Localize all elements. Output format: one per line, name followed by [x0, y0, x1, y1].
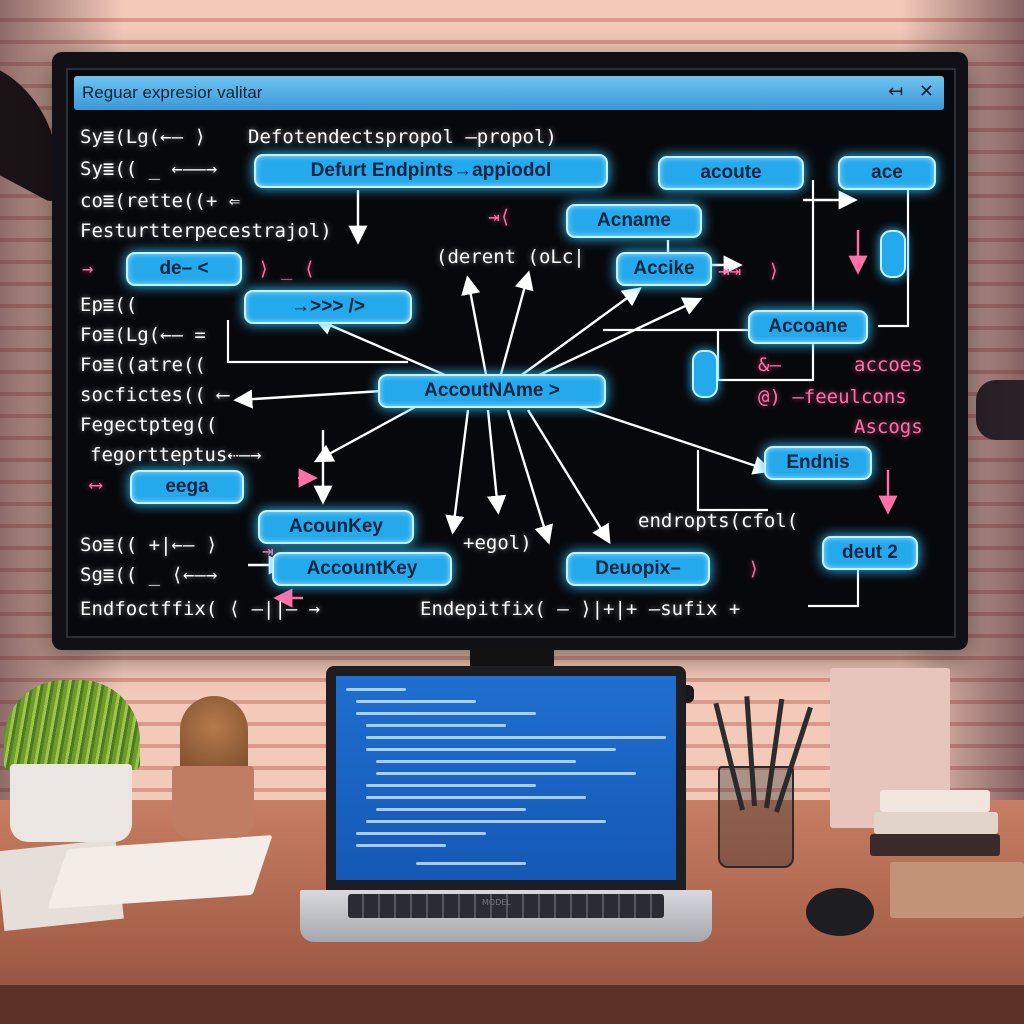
node-accoane[interactable]: Accoane — [748, 310, 868, 344]
laptop-code-line — [356, 700, 476, 703]
desk-lamp-right — [976, 380, 1024, 440]
node-vertical-pill[interactable] — [880, 230, 906, 278]
node-arrows-box[interactable]: →>>> /> — [244, 290, 412, 324]
code-label: Ascogs — [854, 416, 923, 438]
code-line: Fo≣((atre(( — [80, 354, 206, 376]
laptop-base: MODEL — [300, 890, 712, 942]
code-line: Sg≣(( _ ⟨←—→ — [80, 564, 218, 586]
laptop-display — [336, 676, 676, 880]
laptop-code-line — [366, 724, 506, 727]
laptop-code-line — [366, 796, 586, 799]
code-arrow: ⇥⇥ — [718, 260, 741, 282]
laptop-code-line — [366, 820, 606, 823]
minimize-icon[interactable]: ↤ — [888, 81, 904, 102]
node-acounkey[interactable]: AcounKey — [258, 510, 414, 544]
cactus-plant — [180, 696, 248, 774]
code-label: accoes — [854, 354, 923, 376]
computer-mouse[interactable] — [806, 888, 874, 936]
laptop-code-line — [376, 760, 576, 763]
code-line: Sy≣(( _ ←——→ — [80, 158, 218, 180]
code-line: Endepitfix( – ⟩|+|+ –sufix + — [420, 598, 741, 620]
code-label: &– — [758, 354, 781, 376]
laptop-code-line — [346, 688, 406, 691]
code-arrow: ⇥ — [262, 540, 274, 562]
code-line: socfictes(( ⟵ — [80, 384, 229, 406]
code-arrow: ⇥⟨ — [488, 206, 511, 228]
code-line: Ep≣(( — [80, 294, 138, 316]
code-line: Defotendectspropol –propol) — [248, 126, 557, 148]
code-line: co≣(rette((+ ⇐ — [80, 190, 241, 212]
book-stack — [874, 812, 998, 834]
node-endnis[interactable]: Endnis — [764, 446, 872, 480]
code-label: endropts(cfol( — [638, 510, 799, 532]
node-account-name[interactable]: AccoutNAme > — [378, 374, 606, 408]
node-ace[interactable]: ace — [838, 156, 936, 190]
laptop-code-line — [356, 712, 536, 715]
node-eega[interactable]: eega — [130, 470, 244, 504]
pencil-cup — [718, 766, 794, 868]
book-stack — [870, 834, 1000, 856]
book-large — [890, 862, 1024, 918]
node-default-endpoints[interactable]: Defurt Endpints→appiodol — [254, 154, 608, 188]
code-line: Festurtterpecestrajol) — [80, 220, 332, 242]
node-account-key[interactable]: AccountKey — [272, 552, 452, 586]
code-arrow: ⟩ — [748, 558, 760, 580]
laptop-code-line — [356, 832, 486, 835]
laptop-code-line — [376, 808, 526, 811]
code-line: Fegectpteg(( — [80, 414, 218, 436]
node-vertical-pill[interactable] — [692, 350, 718, 398]
code-line: fegortteptus⇠—→ — [90, 444, 262, 466]
code-arrow: → — [82, 258, 94, 280]
monitor: Reguar expresior valitar ↤ ✕ — [52, 52, 968, 650]
title-bar: Reguar expresior valitar ↤ ✕ — [74, 76, 944, 110]
book-stack — [880, 790, 990, 812]
window-title: Reguar expresior valitar — [82, 83, 263, 102]
code-line: Sy≣(Lg(←— ⟩ — [80, 126, 206, 148]
plant-pot-left — [10, 764, 132, 842]
code-label: (derent (oLc| — [436, 246, 585, 268]
code-arrow: ⟩ _ ⟨ — [258, 258, 316, 280]
code-line: Endfoctffix( ⟨ —||— → — [80, 598, 321, 620]
monitor-screen: Reguar expresior valitar ↤ ✕ — [66, 68, 956, 638]
code-arrow: ⟩ — [768, 260, 780, 282]
laptop-brand-label: MODEL — [482, 898, 511, 907]
node-deuopix[interactable]: Deuopix– — [566, 552, 710, 586]
desk-edge — [0, 985, 1024, 1024]
code-label: @) –feeulcons — [758, 386, 907, 408]
node-accike[interactable]: Accike — [616, 252, 712, 286]
node-deut2[interactable]: deut 2 — [822, 536, 918, 570]
code-arrow: ⟷ — [90, 474, 102, 496]
plant-pot-cactus — [172, 766, 254, 838]
node-de[interactable]: de– < — [126, 252, 242, 286]
close-icon[interactable]: ✕ — [918, 81, 934, 102]
laptop — [326, 666, 686, 892]
laptop-code-line — [416, 862, 526, 865]
code-label: +egol) — [463, 532, 532, 554]
laptop-keyboard[interactable] — [348, 894, 664, 918]
laptop-code-line — [356, 844, 446, 847]
node-acname[interactable]: Acname — [566, 204, 702, 238]
laptop-code-line — [366, 736, 666, 739]
laptop-code-line — [366, 784, 536, 787]
laptop-code-line — [366, 748, 616, 751]
code-line: So≣(( +|←— ⟩ — [80, 534, 218, 556]
code-line: Fo≣(Lg(←— = — [80, 324, 206, 346]
grass-plant — [4, 680, 140, 770]
node-acoute[interactable]: acoute — [658, 156, 804, 190]
laptop-code-line — [376, 772, 636, 775]
